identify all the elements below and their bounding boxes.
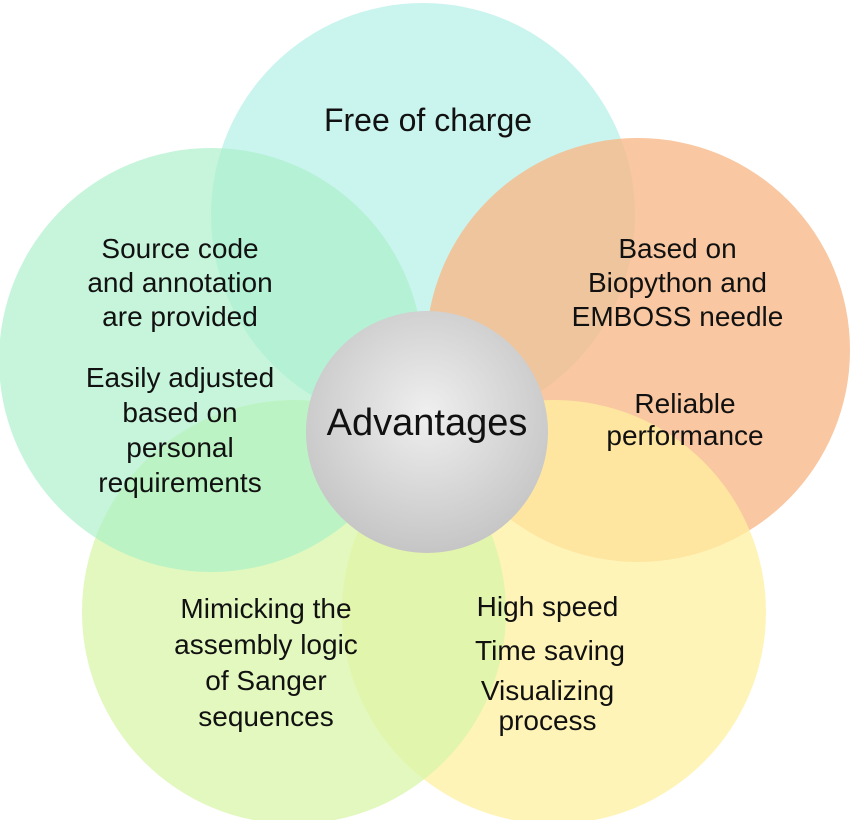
petal-bottom-right-sub2-line-2: process [498,705,597,736]
petal-bottom-left-text: Mimicking the assembly logic of Sanger s… [148,591,384,735]
petal-bottom-left-line-2: assembly logic [174,629,358,660]
petal-top-line-1: Free of charge [323,102,533,138]
petal-bottom-right-sub-line-1: Time saving [475,635,625,666]
petal-layer [0,3,850,820]
center-circle [306,311,548,553]
petal-bottom-left-line-3: of Sanger [205,665,327,696]
petal-left-sub-line-1: Easily adjusted [85,362,275,393]
petal-right-line-2: Biopython and [587,267,768,298]
petal-bottom-right-subtext: Time saving [450,634,650,668]
center-label: Advantages [326,402,528,444]
petal-bottom-right-line-1: High speed [476,591,619,622]
petal-bottom-right-subtext-2: Visualizing process [450,676,645,736]
petal-right-text: Based on Biopython and EMBOSS needle [545,232,810,334]
petal-right-sub-line-2: performance [606,420,764,451]
petal-left-sub-line-3: personal [126,432,234,463]
petal-right-line-1: Based on [618,233,737,264]
petal-top-text: Free of charge [263,103,593,137]
petal-left-line-1: Source code [101,233,259,264]
petal-right-sub-line-1: Reliable [634,388,736,419]
petal-left-subtext: Easily adjusted based on personal requir… [60,360,300,500]
petal-right-subtext: Reliable performance [575,388,795,452]
petal-bottom-left-line-4: sequences [198,701,334,732]
petal-left-line-2: and annotation [87,267,273,298]
petal-bottom-left-line-1: Mimicking the [180,593,352,624]
petal-left-text: Source code and annotation are provided [60,232,300,334]
petal-left-line-3: are provided [102,301,258,332]
petal-bottom-right-text: High speed [450,590,645,624]
petal-bottom-right-sub2-line-1: Visualizing [480,675,615,706]
petal-right-line-3: EMBOSS needle [571,301,784,332]
petal-left-sub-line-2: based on [122,397,238,428]
petal-left-sub-line-4: requirements [98,467,262,498]
